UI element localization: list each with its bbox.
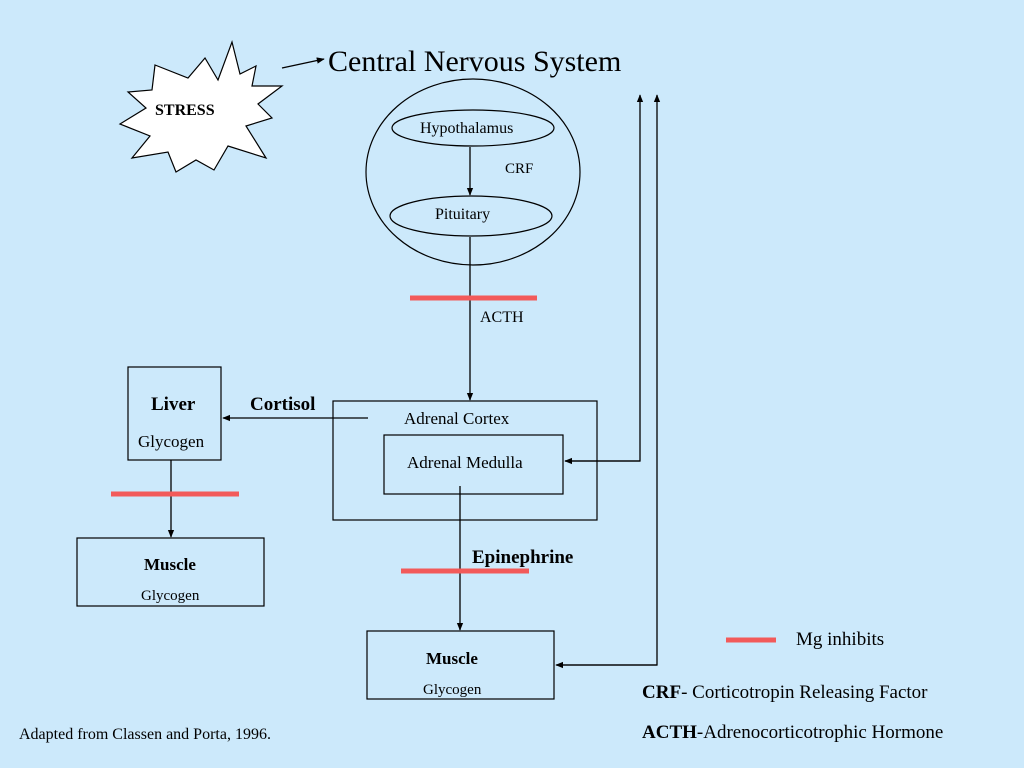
stress-label: STRESS — [155, 102, 215, 119]
legend-label: Mg inhibits — [796, 629, 885, 650]
pituitary-ellipse — [389, 195, 553, 237]
definition-acth: ACTH-Adrenocorticotrophic Hormone — [642, 723, 943, 742]
citation: Adapted from Classen and Porta, 1996. — [19, 726, 271, 743]
epinephrine-label: Epinephrine — [472, 547, 574, 568]
muscle-bottom-box — [366, 630, 555, 700]
cns-medulla-loop-up — [565, 94, 644, 462]
adrenal-cortex-label: Adrenal Cortex — [404, 409, 510, 428]
acth-label: ACTH — [480, 309, 524, 326]
cortisol-label: Cortisol — [250, 394, 316, 415]
muscle-left-glycogen: Glycogen — [141, 588, 200, 604]
cns-muscle-loop-up — [557, 94, 661, 666]
adrenal-medulla-box — [383, 434, 564, 495]
adrenal-medulla-label: Adrenal Medulla — [407, 453, 523, 472]
stress-to-cns-arrow — [281, 57, 325, 69]
hypothalamus-label: Hypothalamus — [420, 120, 514, 137]
muscle-bottom-title: Muscle — [426, 649, 478, 668]
page-title: Central Nervous System — [328, 45, 622, 78]
stress-starburst — [118, 39, 284, 173]
liver-title: Liver — [151, 394, 196, 415]
liver-glycogen: Glycogen — [138, 432, 205, 451]
muscle-left-box — [76, 537, 265, 607]
definition-crf-abbr: CRF — [642, 682, 682, 703]
definition-acth-text: -Adrenocorticotrophic Hormone — [696, 722, 944, 743]
definition-acth-abbr: ACTH — [642, 722, 697, 743]
hypothalamus-ellipse — [391, 109, 555, 147]
liver-box — [127, 366, 222, 461]
pituitary-label: Pituitary — [435, 206, 491, 223]
definition-crf-text: - Corticotropin Releasing Factor — [681, 682, 928, 703]
muscle-bottom-glycogen: Glycogen — [423, 682, 482, 698]
definition-crf: CRF- Corticotropin Releasing Factor — [642, 683, 927, 702]
cns-circle — [365, 78, 581, 266]
crf-label: CRF — [505, 161, 534, 177]
muscle-left-title: Muscle — [144, 555, 196, 574]
